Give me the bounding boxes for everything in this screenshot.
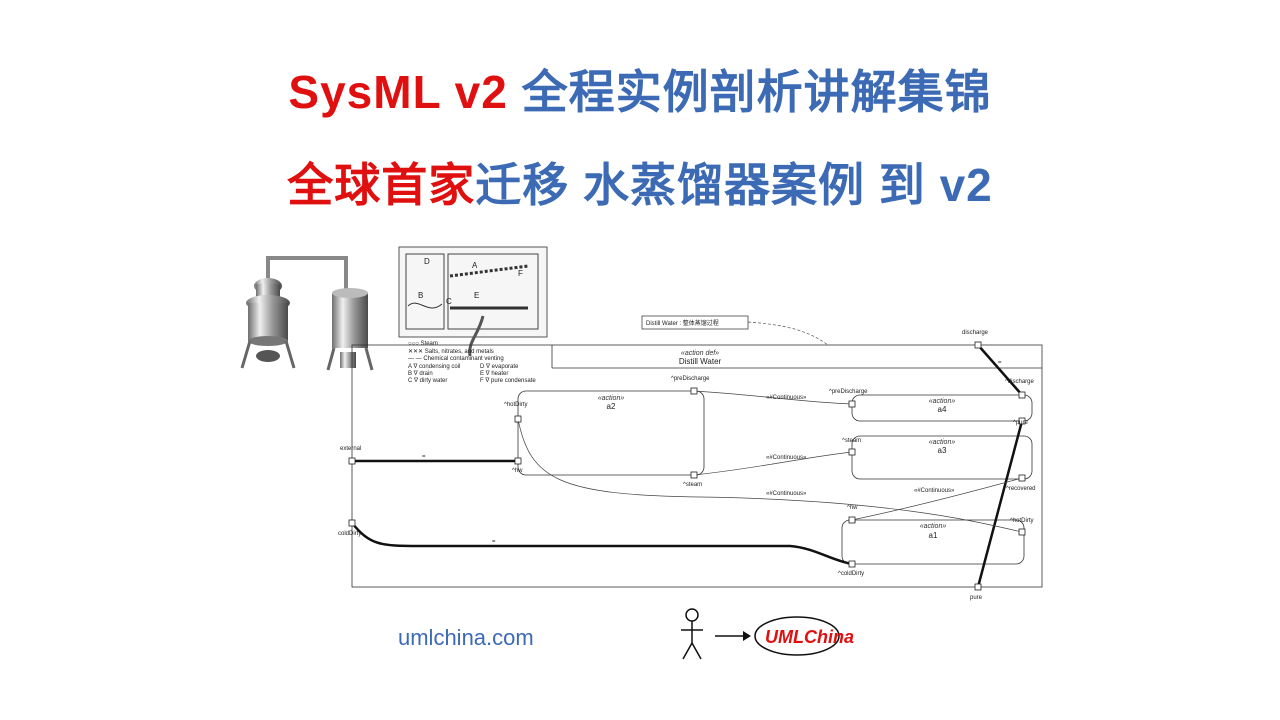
a1-stereotype: «action»: [920, 523, 947, 530]
logo-text: UMLChina: [765, 627, 854, 647]
a3-stereotype: «action»: [929, 439, 956, 446]
a2-port-hw: ^hw: [512, 468, 523, 474]
schematic-letter-b: B: [418, 291, 423, 300]
flow-label-4: «#Continuous»: [914, 488, 955, 494]
legend-salts: ✕✕✕ Salts, nitrates, and metals: [408, 349, 494, 355]
frame-name: Distill Water: [679, 357, 722, 366]
port-pure: pure: [970, 595, 983, 601]
port-coldDirty: coldDirty: [338, 531, 361, 537]
a2-stereotype: «action»: [598, 395, 625, 402]
website-link[interactable]: umlchina.com: [398, 625, 534, 650]
flow-steam: [693, 452, 852, 476]
actor-icon: [681, 608, 703, 660]
port-discharge: discharge: [962, 330, 989, 336]
action-def-frame: [351, 344, 1043, 588]
schematic-letter-a: A: [472, 261, 478, 270]
legend-f: F ∇ pure condensate: [480, 377, 536, 384]
a4-port-preDischarge: ^preDischarge: [829, 389, 868, 395]
a3-port-recovered: ^recovered: [1006, 486, 1036, 492]
note-box: [641, 315, 749, 330]
flow-prediscahrge: [693, 390, 852, 404]
action-a2: [517, 390, 705, 476]
legend-venting: — — Chemical contaminant venting: [408, 356, 504, 362]
a4-name: a4: [938, 405, 947, 414]
sysml-action-diagram: Distill Water : 整体蒸馏过程 «action def» Dist…: [338, 315, 1043, 601]
binding-pure: [976, 420, 1024, 588]
schematic-drawing: D A F B C E ○○○ Steam ✕✕✕ Salts, nitrate…: [398, 246, 548, 384]
eq-label-3: =: [998, 360, 1002, 366]
action-a4: [851, 394, 1033, 422]
schematic-letter-e: E: [474, 291, 479, 300]
eq-label-2: =: [492, 539, 496, 545]
title-sysml: SysML v2: [288, 66, 508, 118]
eq-label-1: =: [422, 454, 426, 460]
a4-port-discharge: ^discharge: [1005, 379, 1034, 385]
a1-port-hw: ^hw: [847, 505, 858, 511]
a3-port-steam: ^steam: [842, 438, 861, 444]
a1-port-hotDirty: ^hotDirty: [1010, 518, 1034, 524]
title-first: 全球首家: [287, 159, 476, 211]
flow-label-3: «#Continuous»: [766, 491, 807, 497]
legend-d: D ∇ evaporate: [480, 363, 519, 370]
port-external: external: [340, 446, 361, 452]
action-a3: [851, 435, 1033, 480]
a1-name: a1: [929, 531, 938, 540]
logo-ellipse: [754, 616, 840, 656]
title-migrate: 迁移 水蒸馏器案例 到 v2: [475, 159, 993, 211]
a3-name: a3: [938, 446, 947, 455]
schematic-letter-c: C: [446, 297, 452, 306]
title-series: 全程实例剖析讲解集锦: [521, 66, 992, 118]
legend-a: A ∇ condensing coil: [408, 363, 460, 370]
title-line-2: 全球首家迁移 水蒸馏器案例 到 v2: [0, 155, 1280, 215]
flow-hotdirty: [518, 419, 1023, 533]
title-line-1: SysML v2 全程实例剖析讲解集锦: [0, 62, 1280, 122]
schematic-letter-f: F: [518, 269, 523, 278]
arrow-icon: [715, 631, 751, 641]
binding-discharge: [977, 344, 1023, 396]
flow-label-1: «#Continuous»: [766, 395, 807, 401]
frame-stereotype: «action def»: [681, 350, 719, 357]
legend-e: E ∇ heater: [480, 370, 508, 377]
binding-coldDirty: [351, 522, 853, 566]
a2-port-hotDirty: ^hotDirty: [504, 402, 528, 408]
legend-c: C ∇ dirty water: [408, 377, 447, 384]
flow-recovered: [852, 477, 1023, 520]
distiller-photo: [240, 256, 374, 371]
umlchina-logo: UMLChina: [681, 608, 854, 660]
a1-port-coldDirty: ^coldDirty: [838, 571, 864, 577]
a4-port-pure: ^pure: [1013, 420, 1028, 426]
a2-name: a2: [607, 402, 616, 411]
action-a1: [841, 519, 1025, 565]
note-text: Distill Water : 整体蒸馏过程: [646, 319, 719, 327]
flow-label-2: «#Continuous»: [766, 455, 807, 461]
schematic-letter-d: D: [424, 257, 430, 266]
a2-port-preDischarge: ^preDischarge: [671, 376, 710, 382]
legend-steam: ○○○ Steam: [408, 341, 438, 347]
legend-b: B ∇ drain: [408, 370, 433, 377]
a2-port-steam: ^steam: [683, 482, 702, 488]
a4-stereotype: «action»: [929, 398, 956, 405]
